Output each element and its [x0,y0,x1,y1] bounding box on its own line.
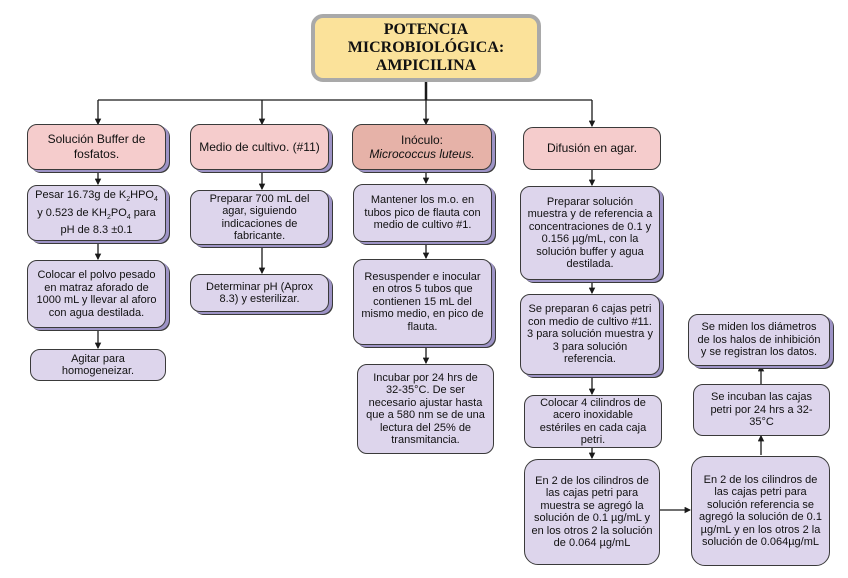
step-medio-1-text: Preparar 700 mL del agar, siguiendo indi… [209,192,310,243]
header-medio-label: Medio de cultivo. (#11) [199,139,320,154]
step-buffer-2: Colocar el polvo pesado en matraz aforad… [27,260,166,328]
step-difusion-3: Colocar 4 cilindros de acero inoxidable … [524,395,662,448]
header-difusion: Difusión en agar. [523,127,661,170]
step-medir-halos: Se miden los diámetros de los halos de i… [688,314,830,366]
header-buffer-label: Solución Buffer de fosfatos. [47,132,146,161]
step-buffer-2-text: Colocar el polvo pesado en matraz aforad… [36,269,157,319]
step-medir-halos-text: Se miden los diámetros de los halos de i… [697,321,821,359]
header-difusion-label: Difusión en agar. [546,141,638,155]
header-inoculo-line1: Inóculo: [400,133,444,147]
step-buffer-3-text: Agitar para homogeneizar. [61,352,135,378]
step-medio-2-text: Determinar pH (Aprox 8.3) y esterilizar. [206,280,313,306]
step-incubar-petri: Se incuban las cajas petri por 24 hrs a … [693,384,830,436]
step-medio-2: Determinar pH (Aprox 8.3) y esterilizar. [190,274,329,312]
step-difusion-4-text: En 2 de los cilindros de las cajas petri… [531,474,653,550]
title-box: POTENCIA MICROBIOLÓGICA: AMPICILINA [311,14,541,82]
step-inoculo-1-text: Mantener los m.o. en tubos pico de flaut… [364,194,481,232]
header-inoculo: Inóculo: Micrococcus luteus. [352,124,492,170]
step-buffer-3: Agitar para homogeneizar. [30,349,166,381]
step-inoculo-3-text: Incubar por 24 hrs de 32-35°C. De ser ne… [366,371,485,447]
step-difusion-2: Se preparan 6 cajas petri con medio de c… [520,294,660,375]
step-difusion-1-text: Preparar solución muestra y de referenci… [527,195,653,271]
step-difusion-1: Preparar solución muestra y de referenci… [520,186,660,280]
step-inoculo-2: Resuspender e inocular en otros 5 tubos … [353,259,492,345]
title-line-2: MICROBIOLÓGICA: [347,39,505,56]
step-buffer-1-text: Pesar 16.73g de K2HPO4 y 0.523 de KH2PO4… [35,189,158,237]
step-difusion-3-text: Colocar 4 cilindros de acero inoxidable … [539,396,647,447]
header-inoculo-organism: Micrococcus luteus. [369,147,475,161]
step-referencia-1-text: En 2 de los cilindros de las cajas petri… [699,473,822,549]
step-medio-1: Preparar 700 mL del agar, siguiendo indi… [190,190,329,245]
step-inoculo-1: Mantener los m.o. en tubos pico de flaut… [353,184,492,242]
title-line-3: AMPICILINA [375,57,477,74]
header-medio: Medio de cultivo. (#11) [190,124,329,170]
title-line-1: POTENCIA [383,21,469,38]
step-inoculo-2-text: Resuspender e inocular en otros 5 tubos … [361,270,484,333]
step-buffer-1: Pesar 16.73g de K2HPO4 y 0.523 de KH2PO4… [27,185,166,241]
step-incubar-petri-text: Se incuban las cajas petri por 24 hrs a … [710,391,813,429]
header-buffer: Solución Buffer de fosfatos. [27,124,166,170]
step-difusion-2-text: Se preparan 6 cajas petri con medio de c… [527,303,653,366]
step-difusion-4: En 2 de los cilindros de las cajas petri… [524,459,660,565]
step-inoculo-3: Incubar por 24 hrs de 32-35°C. De ser ne… [357,364,494,454]
step-referencia-1: En 2 de los cilindros de las cajas petri… [691,456,830,566]
